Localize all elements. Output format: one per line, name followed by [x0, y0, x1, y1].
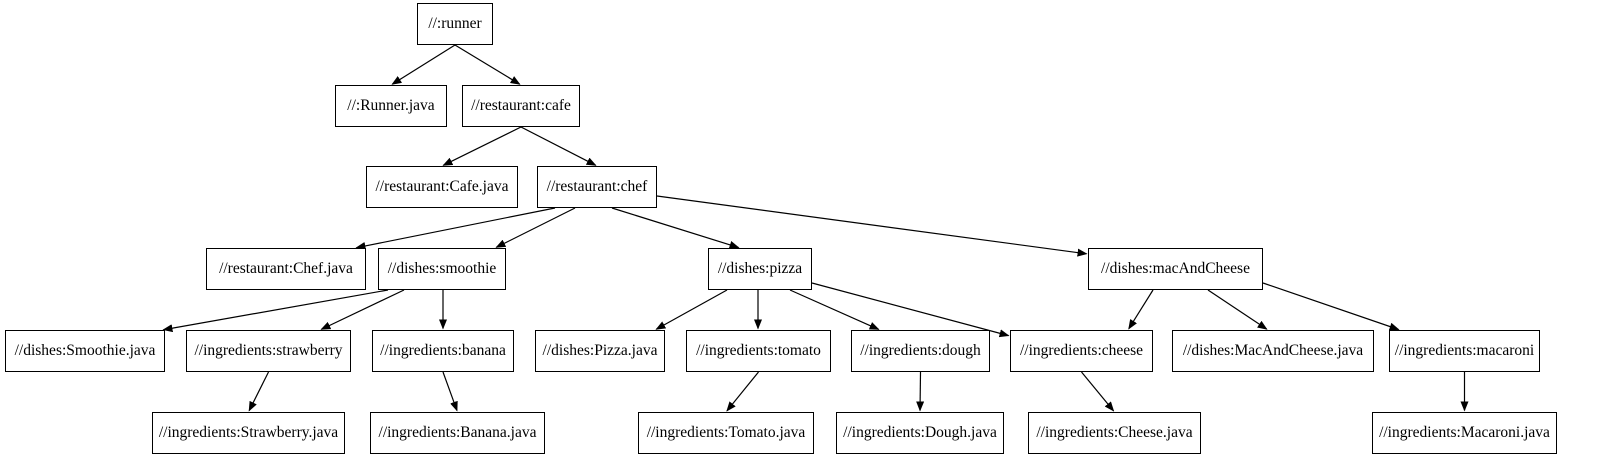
- node-label: //ingredients:banana: [380, 342, 506, 360]
- graph-node-dishes-macandcheese[interactable]: //dishes:macAndCheese: [1088, 248, 1263, 290]
- node-label: //ingredients:Strawberry.java: [158, 424, 339, 442]
- node-label: //ingredients:cheese: [1019, 342, 1144, 360]
- graph-node-runner[interactable]: //:runner: [417, 3, 493, 45]
- node-label: //restaurant:cafe: [471, 97, 571, 115]
- node-label: //ingredients:Banana.java: [378, 424, 537, 442]
- node-label: //:Runner.java: [347, 97, 435, 115]
- graph-node-ing-strawberryjava[interactable]: //ingredients:Strawberry.java: [152, 412, 345, 454]
- node-label: //:runner: [428, 15, 482, 33]
- node-label: //dishes:Smoothie.java: [14, 342, 156, 360]
- graph-node-dishes-pizza[interactable]: //dishes:pizza: [708, 248, 812, 290]
- node-label: //dishes:Pizza.java: [542, 342, 658, 360]
- graph-node-restaurant-chefjava[interactable]: //restaurant:Chef.java: [206, 248, 366, 290]
- graph-node-ing-doughjava[interactable]: //ingredients:Dough.java: [836, 412, 1004, 454]
- graph-node-ing-strawberry[interactable]: //ingredients:strawberry: [186, 330, 351, 372]
- graph-node-ing-bananajava[interactable]: //ingredients:Banana.java: [370, 412, 545, 454]
- graph-node-ing-tomato[interactable]: //ingredients:tomato: [686, 330, 831, 372]
- graph-node-ing-dough[interactable]: //ingredients:dough: [851, 330, 990, 372]
- graph-node-runner-java[interactable]: //:Runner.java: [335, 85, 447, 127]
- node-label: //ingredients:Tomato.java: [646, 424, 806, 442]
- node-label: //dishes:MacAndCheese.java: [1182, 342, 1364, 360]
- node-label: //ingredients:strawberry: [194, 342, 343, 360]
- graph-node-ing-banana[interactable]: //ingredients:banana: [372, 330, 514, 372]
- graph-node-dishes-pizzajava[interactable]: //dishes:Pizza.java: [535, 330, 665, 372]
- graph-node-ing-macaronijava[interactable]: //ingredients:Macaroni.java: [1372, 412, 1557, 454]
- node-label: //ingredients:Cheese.java: [1036, 424, 1193, 442]
- graph-node-ing-macaroni[interactable]: //ingredients:macaroni: [1389, 330, 1540, 372]
- node-label: //dishes:macAndCheese: [1101, 260, 1250, 278]
- node-label: //ingredients:macaroni: [1394, 342, 1535, 360]
- node-label: //restaurant:Cafe.java: [375, 178, 509, 196]
- graph-node-dishes-macjava[interactable]: //dishes:MacAndCheese.java: [1172, 330, 1374, 372]
- graph-node-ing-cheese[interactable]: //ingredients:cheese: [1010, 330, 1153, 372]
- graph-node-ing-tomatojava[interactable]: //ingredients:Tomato.java: [638, 412, 814, 454]
- graph-node-dishes-smoothie[interactable]: //dishes:smoothie: [378, 248, 506, 290]
- node-label: //ingredients:Dough.java: [843, 424, 997, 442]
- node-label: //restaurant:chef: [546, 178, 648, 196]
- node-label: //ingredients:dough: [860, 342, 981, 360]
- node-label: //dishes:smoothie: [387, 260, 497, 278]
- graph-node-restaurant-chef[interactable]: //restaurant:chef: [537, 166, 657, 208]
- graph-node-restaurant-cafe[interactable]: //restaurant:cafe: [462, 85, 580, 127]
- graph-node-ing-cheesejava[interactable]: //ingredients:Cheese.java: [1028, 412, 1201, 454]
- node-label: //dishes:pizza: [717, 260, 803, 278]
- node-label: //ingredients:Macaroni.java: [1379, 424, 1550, 442]
- graph-node-dishes-smoothiejava[interactable]: //dishes:Smoothie.java: [5, 330, 165, 372]
- node-label: //restaurant:Chef.java: [219, 260, 353, 278]
- graph-node-restaurant-cafejava[interactable]: //restaurant:Cafe.java: [366, 166, 518, 208]
- node-label: //ingredients:tomato: [696, 342, 821, 360]
